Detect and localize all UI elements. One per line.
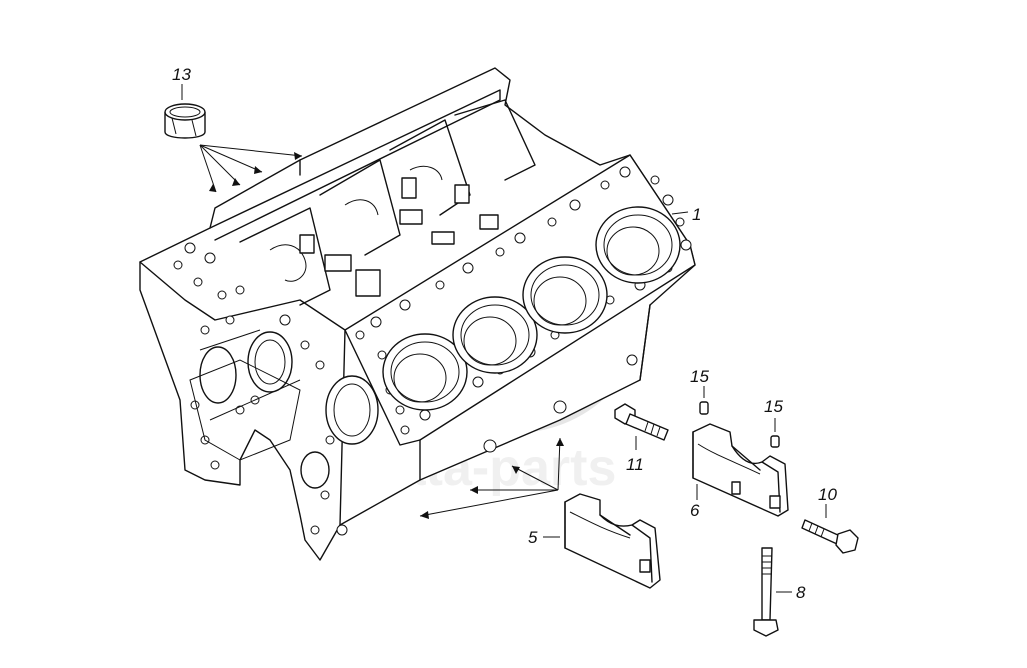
arrows-part-13 xyxy=(199,144,303,193)
dowel-part-15-b xyxy=(770,435,780,448)
main-bearing-cap-part-5 xyxy=(564,493,661,589)
label-13: 13 xyxy=(172,65,191,84)
bolt-part-11 xyxy=(614,403,669,441)
bolt-part-10 xyxy=(801,519,859,554)
cylinder-bores xyxy=(382,206,681,411)
label-1: 1 xyxy=(692,205,701,224)
dowel-part-15-a xyxy=(699,401,709,415)
label-15-lower: 15 xyxy=(764,397,783,416)
label-6: 6 xyxy=(690,501,700,520)
arrows-caps xyxy=(419,437,564,519)
cylinder-block xyxy=(139,67,696,561)
label-15-upper: 15 xyxy=(690,367,709,386)
label-11: 11 xyxy=(626,455,644,474)
main-bearing-cap-part-6 xyxy=(692,423,789,517)
label-10: 10 xyxy=(818,485,837,504)
bush-part-13 xyxy=(164,103,206,139)
label-5: 5 xyxy=(528,528,538,547)
label-8: 8 xyxy=(796,583,806,602)
bolt-part-8 xyxy=(753,547,779,637)
